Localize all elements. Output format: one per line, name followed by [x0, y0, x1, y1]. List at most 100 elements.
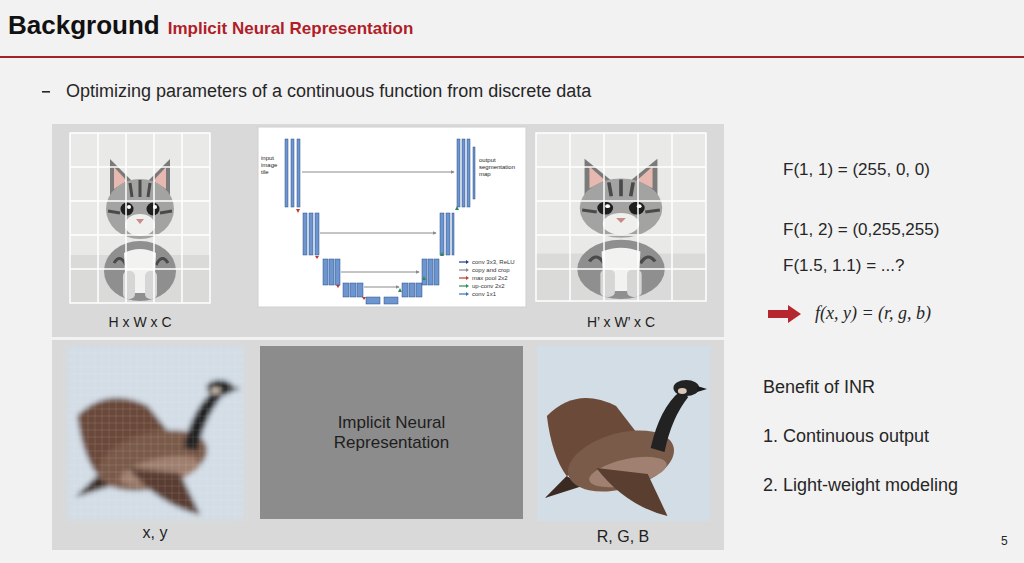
unet-diagram	[422, 276, 426, 280]
bullet-dash	[42, 91, 50, 93]
image-grid	[70, 133, 210, 303]
unet-diagram	[446, 213, 450, 255]
unet-diagram	[428, 259, 433, 285]
io-label: R, G, B	[597, 527, 649, 546]
legend-sample	[466, 292, 469, 296]
kitten-photo	[70, 133, 210, 303]
unet-diagram	[296, 209, 300, 213]
kitten-photo	[536, 133, 706, 301]
dimension-label: H x W x C	[109, 314, 172, 331]
unet-diagram	[302, 172, 454, 287]
unet-diagram	[335, 259, 340, 285]
unet-diagram	[343, 283, 349, 297]
unet-diagram	[455, 206, 459, 210]
legend-row: copy and crop	[458, 266, 510, 274]
io-label: x, y	[143, 523, 168, 542]
equation: F(1.5, 1.1) = ...?	[783, 256, 904, 276]
legend-text: up-conv 2x2	[472, 283, 505, 289]
unet-diagram	[440, 252, 444, 256]
unet-diagram	[357, 283, 363, 297]
process-box: Implicit Neural Representation	[260, 346, 523, 519]
legend-sample	[459, 285, 466, 286]
unet-diagram	[384, 297, 398, 304]
legend-text: max pool 2x2	[472, 275, 508, 281]
unet-diagram	[297, 139, 300, 207]
unet-diagram	[323, 259, 328, 285]
image-grid	[536, 133, 706, 301]
unet-diagram	[434, 259, 439, 285]
unet-diagram	[364, 287, 399, 288]
unet-diagram	[467, 139, 470, 207]
legend-sample	[459, 277, 466, 278]
image-panel: x, y R, G, B Implicit Neural Representatio…	[52, 340, 724, 550]
unet-diagram	[362, 297, 366, 300]
legend-sample	[458, 275, 470, 281]
legend-sample	[458, 259, 470, 265]
bullet-dash	[42, 91, 50, 93]
unet-diagram	[285, 139, 475, 304]
unet-diagram	[329, 259, 334, 285]
unet-diagram	[422, 259, 427, 285]
unet-diagram	[440, 213, 444, 255]
red-arrow	[768, 305, 801, 323]
image-grid	[536, 133, 706, 301]
figure-label: output segmentation map	[479, 157, 524, 178]
header-rule	[0, 56, 1024, 58]
panel-background	[52, 124, 724, 337]
legend-sample	[459, 269, 466, 270]
unet-diagram	[398, 288, 402, 292]
unet-diagram	[409, 283, 415, 297]
legend-sample	[459, 261, 466, 262]
unet-diagram	[336, 285, 340, 288]
unet-diagram	[303, 213, 307, 255]
legend-sample	[459, 293, 466, 294]
legend-sample	[458, 283, 470, 289]
unet-diagram	[473, 147, 475, 199]
unet-diagram	[416, 283, 422, 297]
unet-diagram	[302, 172, 454, 173]
legend-sample	[458, 267, 470, 273]
legend-sample	[466, 284, 469, 288]
unet-diagram	[462, 139, 465, 207]
goose-photo	[67, 346, 710, 521]
legend-sample	[458, 291, 470, 297]
legend-row: conv 3x3, ReLU	[458, 258, 515, 266]
list-item: 1. Continuous output	[763, 426, 929, 448]
pixel-grid	[74, 346, 242, 520]
unet-diagram	[258, 127, 526, 307]
legend-text: copy and crop	[472, 267, 510, 273]
panel-background	[52, 340, 724, 550]
legend-text: conv 1x1	[472, 291, 496, 297]
image-grid	[70, 133, 210, 303]
unet-diagram	[341, 272, 419, 273]
slide-title: Background	[8, 10, 160, 41]
unet-diagram	[309, 213, 313, 255]
legend-sample	[466, 260, 469, 264]
box-label: Implicit Neural Representation	[307, 412, 477, 453]
unet-diagram	[291, 139, 294, 207]
unet-diagram	[350, 283, 356, 297]
panel-background	[52, 124, 724, 550]
unet-diagram	[285, 139, 288, 207]
legend-row: conv 1x1	[458, 290, 496, 298]
red-arrow	[768, 305, 801, 323]
pixel-grid	[67, 353, 244, 514]
equation: F(1, 1) = (255, 0, 0)	[783, 160, 930, 180]
goose-photo	[67, 346, 244, 520]
unet-diagram	[258, 127, 526, 307]
unet-diagram	[315, 256, 319, 259]
legend-sample	[466, 268, 469, 272]
unet-diagram	[315, 213, 319, 255]
pixel-grid	[67, 346, 244, 520]
unet-diagram	[366, 297, 380, 304]
bullet-text: Optimizing parameters of a continuous fu…	[66, 81, 591, 103]
dimension-label: H’ x W’ x C	[587, 314, 655, 331]
legend-row: max pool 2x2	[458, 274, 508, 282]
function-formula: f(x, y) = (r, g, b)	[815, 303, 931, 325]
legend-sample	[466, 276, 469, 280]
header-rule	[0, 56, 1024, 58]
list-heading: Benefit of INR	[763, 377, 875, 399]
unet-diagram	[457, 139, 460, 207]
list-item: 2. Light-weight modeling	[763, 475, 958, 497]
